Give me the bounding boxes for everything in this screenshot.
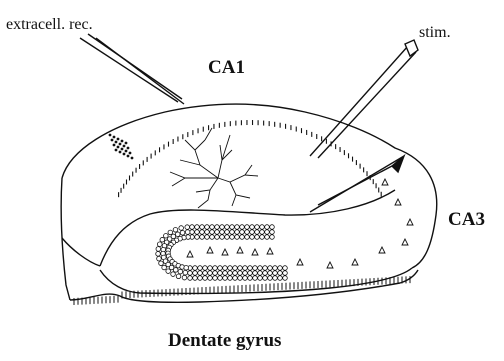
- slice-top-outline: [62, 104, 437, 268]
- ca3-lesion-cut: [310, 156, 404, 212]
- label-ca1: CA1: [208, 57, 245, 78]
- label-stim: stim.: [419, 24, 451, 41]
- label-ca3: CA3: [448, 209, 485, 230]
- slice-left-lip: [62, 238, 100, 266]
- recording-electrode: [80, 34, 184, 104]
- label-dentate-gyrus: Dentate gyrus: [168, 330, 281, 351]
- pyramidal-cells-ca3: [297, 179, 413, 268]
- hilar-cells: [187, 247, 273, 257]
- label-extracell-rec: extracell. rec.: [6, 16, 93, 33]
- subiculum-cell-cluster: [109, 134, 134, 160]
- pyramidal-neuron-dendrites: [170, 128, 258, 208]
